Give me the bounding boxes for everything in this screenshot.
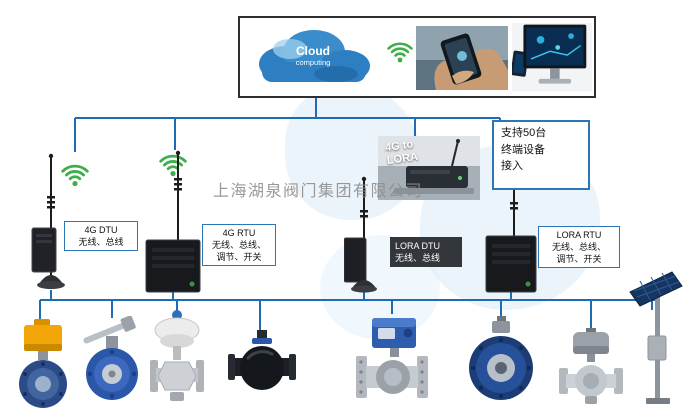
support-note-line3: 接入 (501, 160, 523, 172)
label-4g-rtu-title: 4G RTU (222, 228, 256, 238)
product-pneumatic-control-valve (146, 308, 208, 413)
label-4g-dtu: 4G DTU 无线、总线 (64, 221, 138, 252)
wifi-icon (387, 42, 413, 63)
support-note-line1: 支持50台 (501, 127, 547, 139)
solar-panel-pole (626, 266, 690, 413)
rtu-lora-device (484, 178, 538, 299)
label-4g-rtu-desc1: 无线、总线、 (211, 240, 266, 251)
support-note-line2: 终端设备 (501, 143, 545, 156)
computer-monitor-photo (512, 21, 592, 93)
phone-in-hand-photo (416, 26, 508, 90)
support-note-box: 支持50台 终端设备 接入 (492, 120, 590, 190)
label-lora-rtu: LORA RTU 无线、总线、 调节、开关 (538, 226, 620, 269)
product-gear-operated-butterfly-valve-blue (466, 316, 536, 409)
label-lora-rtu-title: LORA RTU (556, 230, 602, 240)
product-electric-butterfly-valve-yellow (12, 318, 74, 415)
wifi-icon (61, 164, 89, 187)
gateway-overlay-label: 4G to LORA (384, 138, 418, 167)
product-electric-stainless-valve (556, 328, 626, 413)
label-lora-dtu-title: LORA DTU (395, 241, 441, 251)
label-lora-dtu-desc: 无线、总线 (395, 253, 441, 264)
company-watermark: 上海湖泉阀门集团有限公司 (213, 183, 424, 200)
cloud-platform-panel: Cloud computing (238, 16, 596, 98)
rtu-4g-device (144, 150, 202, 299)
dtu-lora-antenna-device (343, 176, 386, 299)
label-4g-dtu-desc: 无线、总线 (78, 237, 124, 248)
dtu-4g-antenna-device (30, 150, 74, 299)
product-wafer-butterfly-valve-blue (80, 315, 144, 411)
label-4g-rtu: 4G RTU 无线、总线、 调节、开关 (202, 224, 276, 267)
label-4g-rtu-desc2: 调节、开关 (216, 252, 262, 263)
label-4g-dtu-title: 4G DTU (84, 225, 118, 235)
label-lora-rtu-desc1: 无线、总线、 (551, 242, 606, 253)
product-ball-valve-black (228, 328, 296, 407)
gateway-4g-to-lora-photo: 4G to LORA (378, 136, 480, 200)
label-lora-dtu: LORA DTU 无线、总线 (390, 237, 462, 268)
product-electric-flanged-ball-valve-blue (348, 312, 436, 413)
cloud-computing-illustration: Cloud computing (248, 22, 378, 90)
label-lora-rtu-desc2: 调节、开关 (556, 254, 602, 265)
